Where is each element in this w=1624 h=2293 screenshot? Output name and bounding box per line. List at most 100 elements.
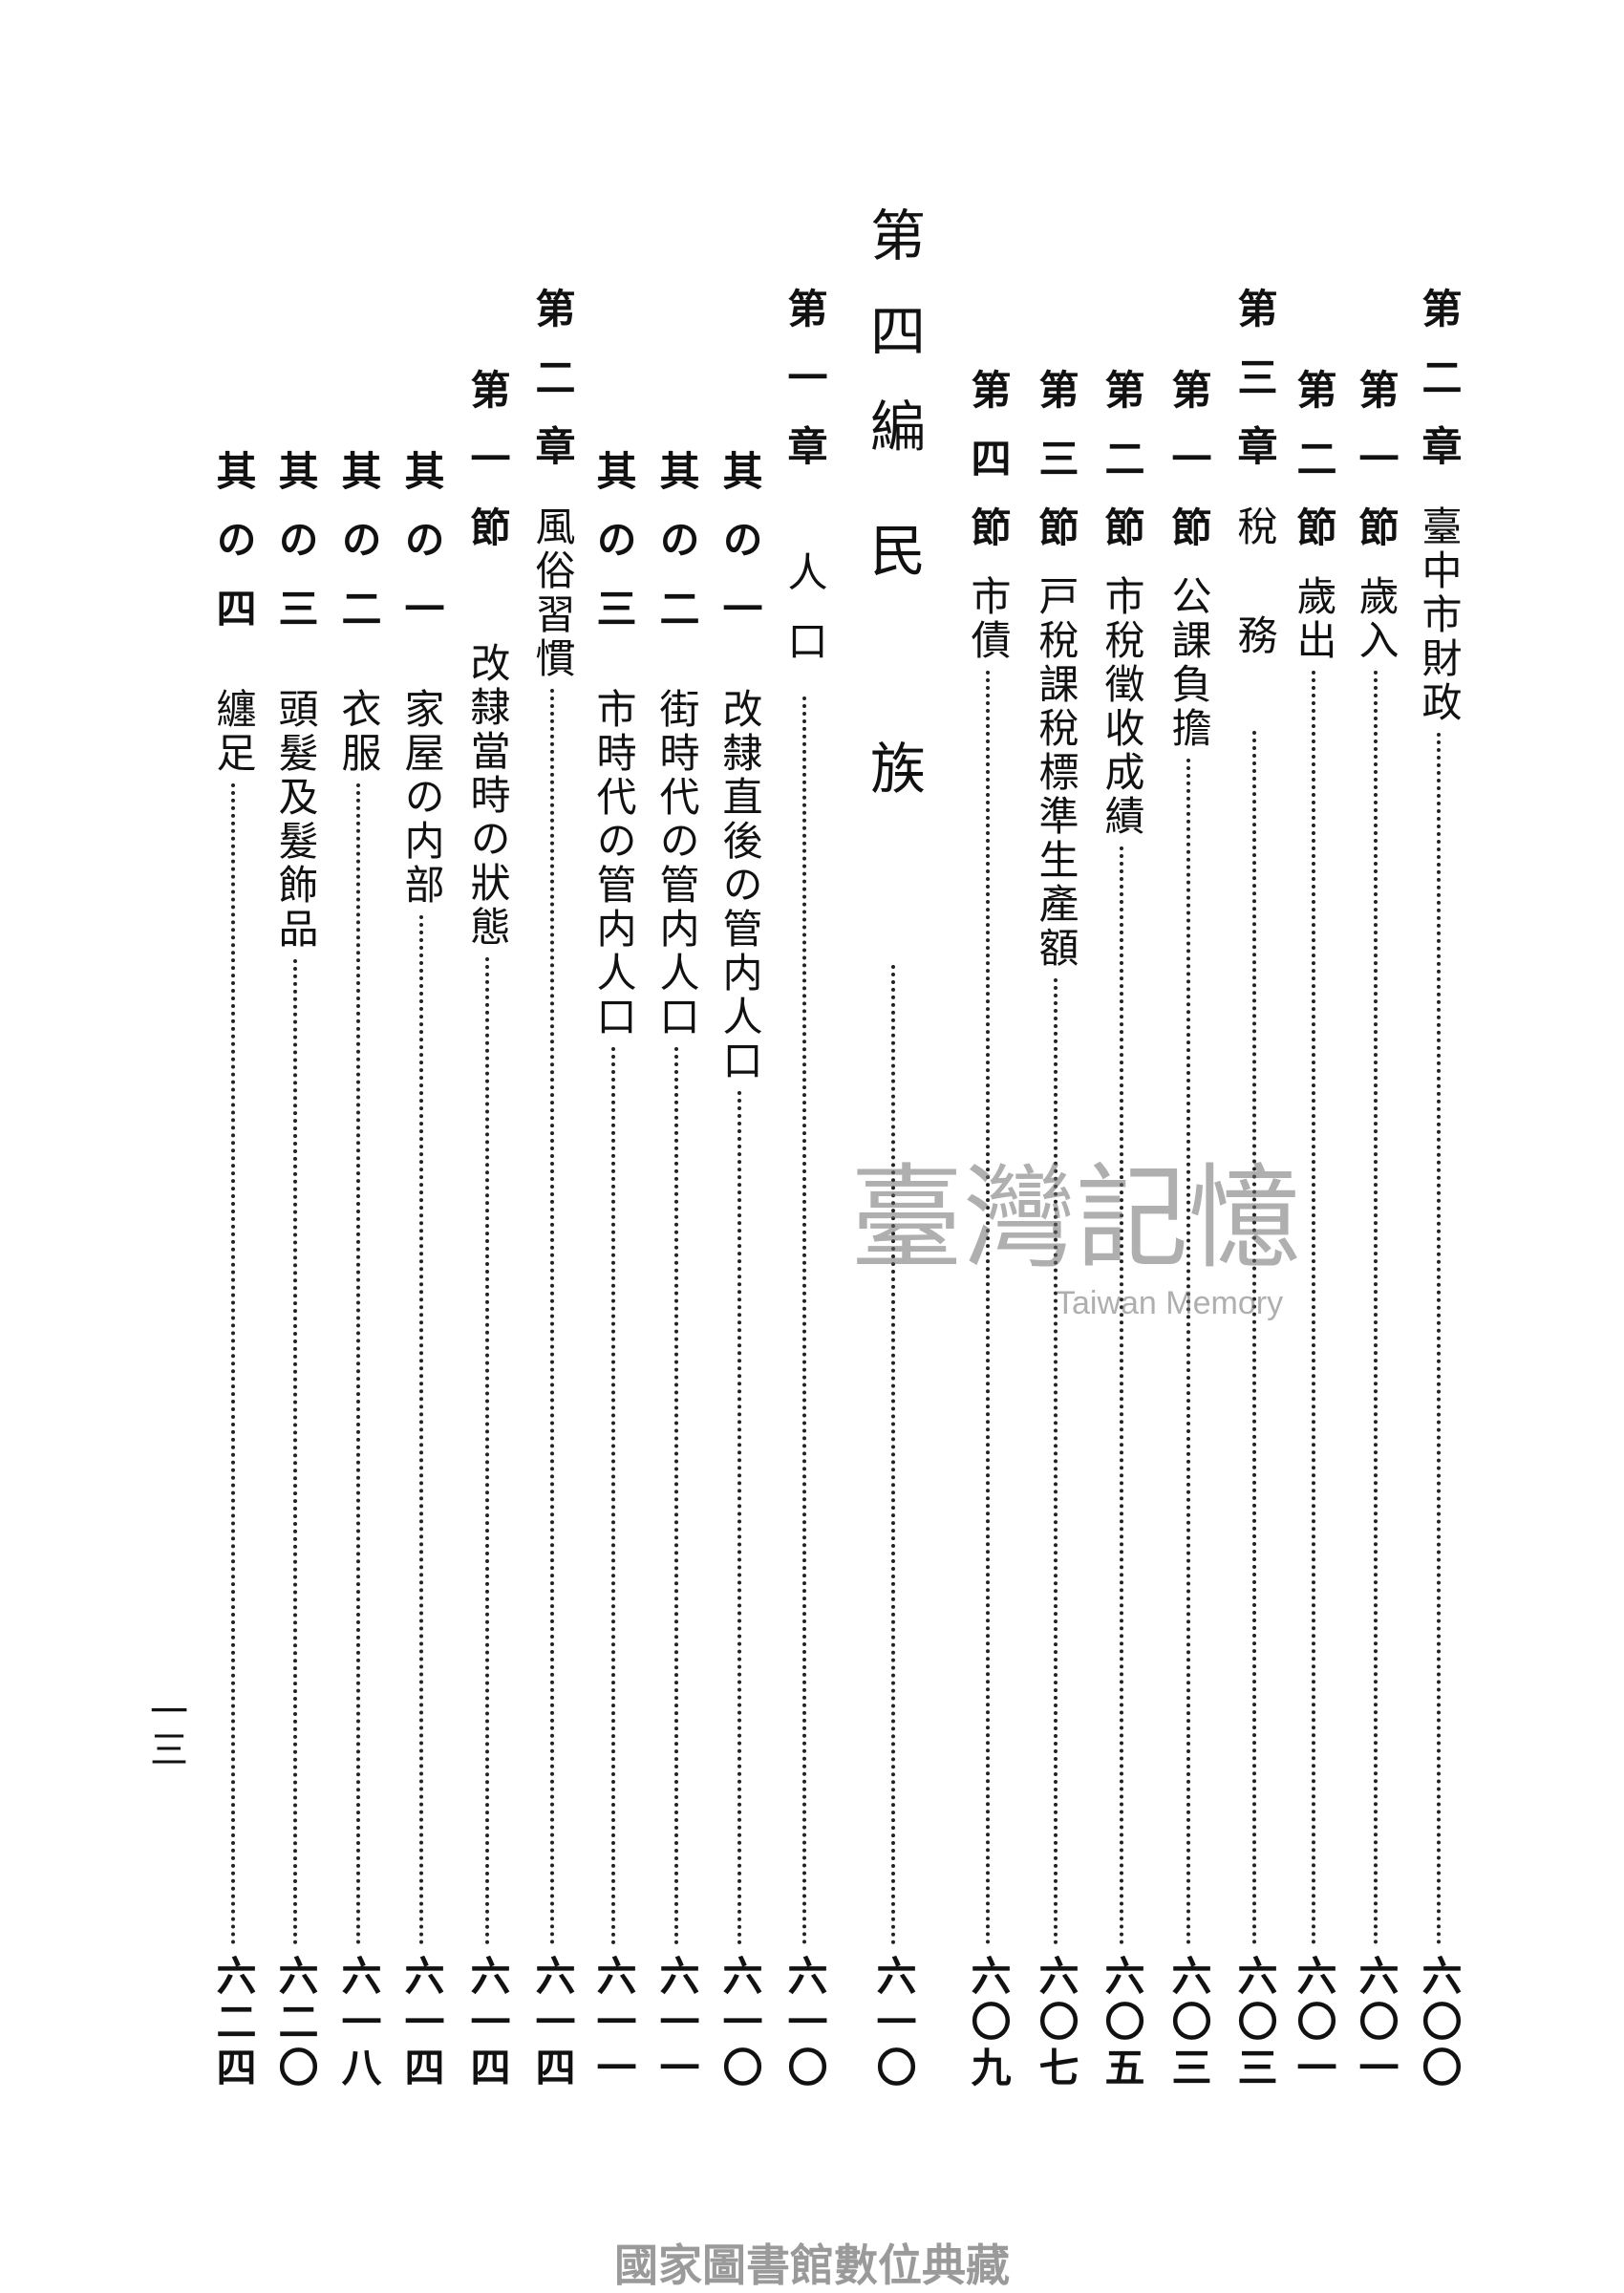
entry-head: 第一節 <box>1165 369 1212 575</box>
entry-page: 六〇七 <box>1033 1955 1079 2092</box>
dot-leader <box>674 1047 678 1945</box>
entry-head: 其の一 <box>398 450 445 656</box>
entry-page: 六一一 <box>590 1955 637 2092</box>
watermark-main: 臺灣記憶 <box>850 1152 1302 1284</box>
entry-page: 六一〇 <box>716 1955 763 2092</box>
entry-title: 公課負擔 <box>1165 575 1212 751</box>
dot-leader <box>611 1047 615 1945</box>
entry-title: 改隸當時の狀態 <box>464 642 511 950</box>
toc-entry: 第二節 市稅徵收成績 六〇五 <box>1099 369 1145 2092</box>
toc-entry: 第二章 臺中市財政 六〇〇 <box>1416 288 1463 2092</box>
dot-leader <box>1252 731 1256 1945</box>
toc-entry: 第三章 稅務 六〇三 <box>1231 288 1278 2092</box>
toc-entry: 第四節 市債 六〇九 <box>965 369 1012 2092</box>
entry-page: 六〇一 <box>1353 1955 1400 2092</box>
entry-page: 六〇三 <box>1165 1955 1212 2092</box>
entry-head: 第四節 <box>965 369 1012 575</box>
dot-leader <box>293 959 297 1945</box>
entry-title: 市債 <box>965 575 1012 663</box>
toc-entry: 第二章 風俗習慣 六一四 <box>529 288 576 2092</box>
entry-head: 第三章 <box>1231 288 1278 494</box>
entry-title: 戸稅課稅標準生產額 <box>1033 575 1079 971</box>
watermark-sub: Taiwan Memory <box>1056 1285 1284 1321</box>
entry-page: 六二〇 <box>272 1955 319 2092</box>
entry-page: 六一四 <box>464 1955 511 2092</box>
dot-leader <box>1312 671 1315 1945</box>
toc-entry: 第一節 歲入 六〇一 <box>1353 369 1400 2092</box>
dot-leader <box>1374 671 1378 1945</box>
library-footer: 國家圖書館數位典藏 <box>614 2239 1010 2291</box>
toc-entry: 其の二 街時代の管内人口 六一一 <box>653 450 700 2092</box>
entry-head: 第一節 <box>1353 369 1400 575</box>
toc-entry: 第一節 改隸當時の狀態 六一四 <box>464 369 511 2092</box>
entry-page: 六〇一 <box>1291 1955 1337 2092</box>
entry-title: 市時代の管内人口 <box>590 688 637 1039</box>
entry-page: 六一〇 <box>781 1955 828 2092</box>
entry-head: 其の二 <box>653 450 700 656</box>
entry-title: 街時代の管内人口 <box>653 688 700 1039</box>
dot-leader <box>1054 978 1058 1945</box>
entry-page: 六二四 <box>210 1955 257 2092</box>
dot-leader <box>737 1091 741 1945</box>
entry-head: 第二章 <box>1416 288 1463 494</box>
dot-leader <box>231 783 235 1945</box>
dot-leader <box>891 965 895 1945</box>
toc-entry: 第一章 人口 六一〇 <box>781 288 828 2092</box>
entry-page: 六一四 <box>529 1955 576 2092</box>
entry-head: 其の四 <box>210 450 257 656</box>
dot-leader <box>550 689 554 1945</box>
entry-page: 六一八 <box>335 1955 382 2092</box>
entry-title: 臺中市財政 <box>1416 505 1463 725</box>
entry-head: 第一節 <box>464 369 511 575</box>
entry-title: 歲出 <box>1291 575 1337 663</box>
entry-title: 市稅徵收成績 <box>1099 575 1145 839</box>
folio-page-number: 一三 <box>143 1691 187 1768</box>
dot-leader <box>802 696 806 1945</box>
entry-title: 改隸直後の管内人口 <box>716 688 763 1083</box>
dot-leader <box>485 957 489 1945</box>
dot-leader <box>1186 759 1190 1945</box>
entry-title: 纏足 <box>210 688 257 776</box>
entry-title: 衣服 <box>335 688 382 776</box>
entry-title: 頭髮及髮飾品 <box>272 688 319 952</box>
entry-title: 人口 <box>781 551 828 689</box>
toc-entry: 其の三 頭髮及髮飾品 六二〇 <box>272 450 319 2092</box>
toc-entry: 第二節 歲出 六〇一 <box>1291 369 1337 2092</box>
toc-entry: 其の三 市時代の管内人口 六一一 <box>590 450 637 2092</box>
entry-page: 六一一 <box>653 1955 700 2092</box>
taiwan-memory-watermark: 臺灣記憶 Taiwan Memory <box>850 1156 1301 1322</box>
entry-head: 其の三 <box>590 450 637 656</box>
entry-head: 第二節 <box>1099 369 1145 575</box>
entry-head: 其の一 <box>716 450 763 656</box>
dot-leader <box>1437 733 1441 1945</box>
entry-page: 六一四 <box>398 1955 445 2092</box>
toc-entry: 其の四 纏足 六二四 <box>210 450 257 2092</box>
entry-title: 風俗習慣 <box>529 505 576 681</box>
entry-page: 六〇五 <box>1099 1955 1145 2092</box>
toc-entry: 其の一 改隸直後の管内人口 六一〇 <box>716 450 763 2092</box>
entry-head: 其の三 <box>272 450 319 656</box>
toc-part-heading: 第四編 民族 六一〇 <box>861 206 926 2092</box>
dot-leader <box>356 783 360 1945</box>
dot-leader <box>1120 846 1123 1945</box>
entry-page: 六〇九 <box>965 1955 1012 2092</box>
toc-entry: 第三節 戸稅課稅標準生產額 六〇七 <box>1033 369 1079 2092</box>
entry-head: 第二節 <box>1291 369 1337 575</box>
entry-title: 歲入 <box>1353 575 1400 663</box>
toc-entry: 其の二 衣服 六一八 <box>335 450 382 2092</box>
entry-title: 稅務 <box>1231 505 1278 723</box>
entry-head: 其の二 <box>335 450 382 656</box>
entry-page: 六一〇 <box>870 1955 917 2092</box>
entry-head: 第二章 <box>529 288 576 494</box>
toc-entry: 其の一 家屋の内部 六一四 <box>398 450 445 2092</box>
entry-head: 第一章 <box>781 288 828 494</box>
toc-entry: 第一節 公課負擔 六〇三 <box>1165 369 1212 2092</box>
part-title: 民族 <box>861 522 926 957</box>
dot-leader <box>986 671 990 1945</box>
entry-head: 第三節 <box>1033 369 1079 575</box>
entry-page: 六〇三 <box>1231 1955 1278 2092</box>
entry-page: 六〇〇 <box>1416 1955 1463 2092</box>
dot-leader <box>419 915 423 1945</box>
part-head: 第四編 <box>861 206 926 493</box>
entry-title: 家屋の内部 <box>398 688 445 908</box>
